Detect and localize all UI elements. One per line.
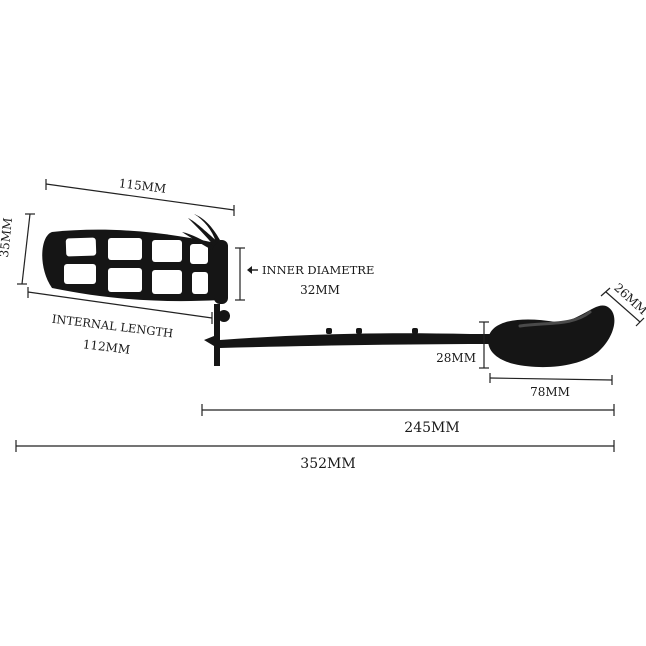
- internal-length-title: INTERNAL LENGTH: [51, 312, 174, 341]
- arrow-left-icon: [247, 266, 258, 274]
- vibrating-egg: [488, 305, 615, 368]
- dimension-lines: [15, 179, 645, 452]
- total-length-label: 352MM: [300, 456, 355, 472]
- internal-length-value: 112MM: [82, 337, 131, 357]
- egg-length-label: 78MM: [530, 385, 570, 399]
- inner-diameter-title: INNER DIAMETRE: [262, 263, 374, 277]
- cage-sleeve: [42, 214, 230, 366]
- inner-diameter-value: 32MM: [300, 283, 340, 297]
- sleeve-height-label: 35MM: [0, 217, 15, 258]
- product-illustration: [42, 214, 615, 368]
- sleeve-length-label: 115MM: [118, 176, 167, 196]
- tail-length-label: 245MM: [404, 420, 459, 436]
- tail-cable: [220, 328, 500, 348]
- egg-thickness-label: 28MM: [436, 351, 476, 365]
